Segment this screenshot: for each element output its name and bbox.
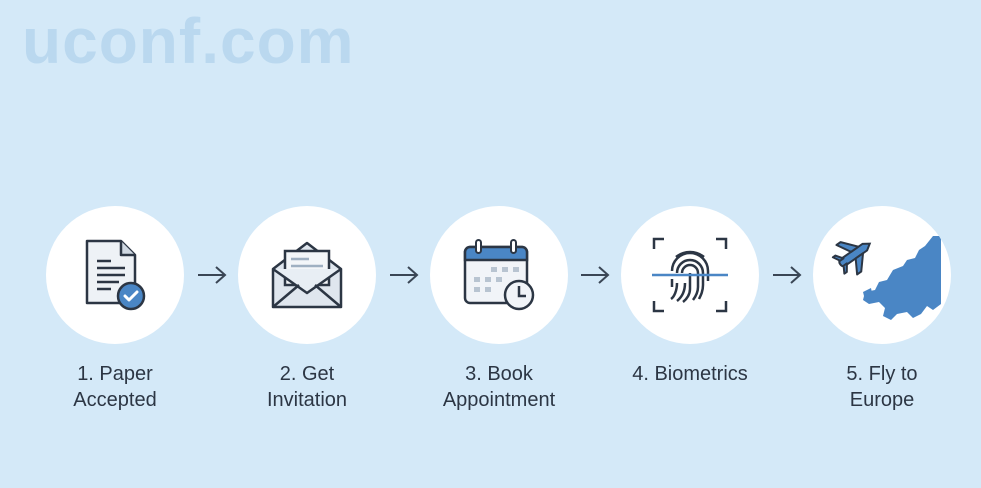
watermark: uconf.com <box>22 5 355 77</box>
step-circle <box>813 206 951 344</box>
envelope-icon <box>271 241 343 309</box>
step-label-line1: 1. Paper <box>77 363 153 385</box>
calendar-clock-icon <box>463 239 535 311</box>
step-label-line2: Invitation <box>266 389 348 411</box>
step-label-line2: Appointment <box>442 389 556 411</box>
plane-europe-icon <box>831 236 941 320</box>
step-circle <box>46 206 184 344</box>
arrow-right-icon <box>198 266 227 284</box>
step-circle <box>430 206 568 344</box>
arrow-right-icon <box>390 266 419 284</box>
arrow-right-icon <box>581 266 610 284</box>
step-circle <box>621 206 759 344</box>
step-label-line1: 5. Fly to <box>846 363 918 385</box>
step-label-line1: 2. Get <box>279 363 335 385</box>
step-circle <box>238 206 376 344</box>
document-check-icon <box>85 239 146 311</box>
fingerprint-icon <box>652 237 728 313</box>
step-label-line1: 4. Biometrics <box>632 363 748 385</box>
step-fly-to-europe: 5. Fly to Europe <box>782 206 981 413</box>
step-label-line1: 3. Book <box>465 363 533 385</box>
step-biometrics: 4. Biometrics <box>590 206 790 387</box>
arrow-right-icon <box>773 266 802 284</box>
step-label-line2: Accepted <box>73 389 157 411</box>
step-label-line2: Europe <box>849 389 915 411</box>
